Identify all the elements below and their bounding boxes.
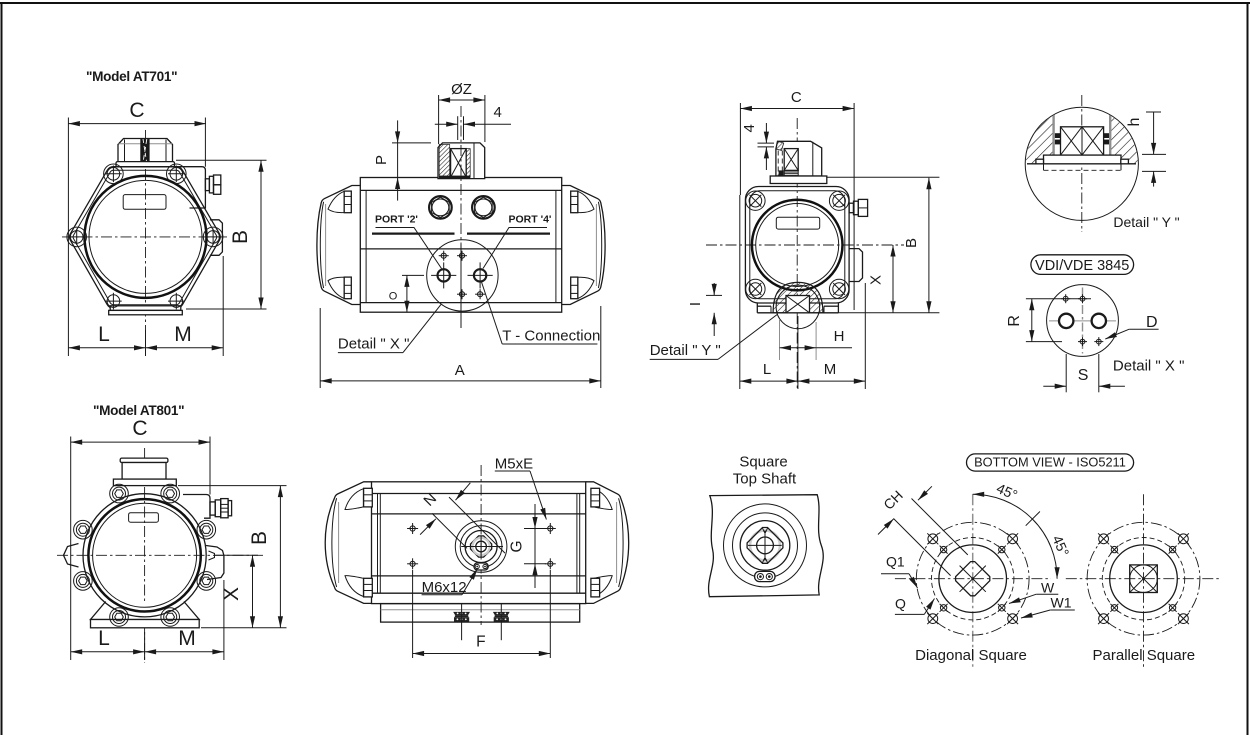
svg-text:W1: W1 bbox=[1051, 595, 1072, 611]
svg-text:PORT '4': PORT '4' bbox=[509, 214, 552, 226]
svg-text:Detail " Y ": Detail " Y " bbox=[1113, 214, 1179, 230]
svg-text:I: I bbox=[687, 302, 704, 306]
svg-text:Parallel Square: Parallel Square bbox=[1093, 647, 1196, 664]
svg-text:Top Shaft: Top Shaft bbox=[733, 471, 797, 488]
svg-text:X: X bbox=[220, 587, 243, 601]
svg-text:X: X bbox=[868, 275, 885, 285]
svg-text:Q1: Q1 bbox=[886, 554, 905, 570]
svg-text:Q: Q bbox=[895, 596, 906, 612]
svg-text:H: H bbox=[834, 328, 845, 345]
svg-text:B: B bbox=[248, 531, 271, 545]
svg-text:4: 4 bbox=[494, 104, 502, 121]
svg-text:VDI/VDE 3845: VDI/VDE 3845 bbox=[1035, 258, 1129, 274]
svg-text:T - Connection: T - Connection bbox=[502, 328, 600, 345]
svg-text:L: L bbox=[98, 323, 110, 346]
svg-text:L: L bbox=[98, 627, 110, 650]
svg-text:A: A bbox=[455, 362, 465, 379]
svg-text:"Model AT801": "Model AT801" bbox=[93, 403, 184, 418]
svg-text:Diagonal Square: Diagonal Square bbox=[915, 647, 1027, 664]
svg-text:G: G bbox=[509, 540, 526, 552]
svg-text:M: M bbox=[178, 627, 196, 650]
svg-text:B: B bbox=[903, 238, 920, 248]
svg-text:CH: CH bbox=[880, 487, 906, 513]
svg-text:"Model AT701": "Model AT701" bbox=[86, 69, 177, 84]
svg-text:h: h bbox=[1126, 118, 1143, 127]
svg-text:O: O bbox=[389, 291, 398, 303]
svg-text:Square: Square bbox=[739, 454, 787, 471]
svg-text:B: B bbox=[229, 230, 252, 244]
svg-text:M: M bbox=[174, 323, 192, 346]
svg-text:F: F bbox=[476, 634, 485, 651]
svg-text:Detail " X ": Detail " X " bbox=[338, 336, 410, 353]
svg-text:C: C bbox=[129, 99, 144, 122]
svg-text:ØZ: ØZ bbox=[451, 81, 472, 98]
svg-text:D: D bbox=[1146, 314, 1158, 331]
svg-text:C: C bbox=[791, 89, 802, 106]
svg-text:45°: 45° bbox=[994, 480, 1020, 503]
svg-text:S: S bbox=[1078, 367, 1089, 384]
svg-text:L: L bbox=[763, 361, 771, 378]
svg-text:C: C bbox=[132, 417, 147, 440]
svg-text:BOTTOM VIEW - ISO5211: BOTTOM VIEW - ISO5211 bbox=[974, 455, 1126, 470]
svg-text:PORT '2': PORT '2' bbox=[375, 214, 418, 226]
svg-text:45°: 45° bbox=[1049, 533, 1072, 559]
svg-text:Detail " Y ": Detail " Y " bbox=[650, 342, 721, 359]
svg-text:Detail " X ": Detail " X " bbox=[1113, 358, 1185, 375]
svg-text:M6x12: M6x12 bbox=[422, 579, 467, 596]
svg-text:4: 4 bbox=[741, 124, 758, 132]
svg-text:M: M bbox=[824, 361, 837, 378]
svg-text:R: R bbox=[1006, 315, 1023, 327]
svg-text:P: P bbox=[373, 155, 390, 165]
svg-text:W: W bbox=[1041, 580, 1055, 596]
svg-text:M5xE: M5xE bbox=[495, 456, 533, 473]
